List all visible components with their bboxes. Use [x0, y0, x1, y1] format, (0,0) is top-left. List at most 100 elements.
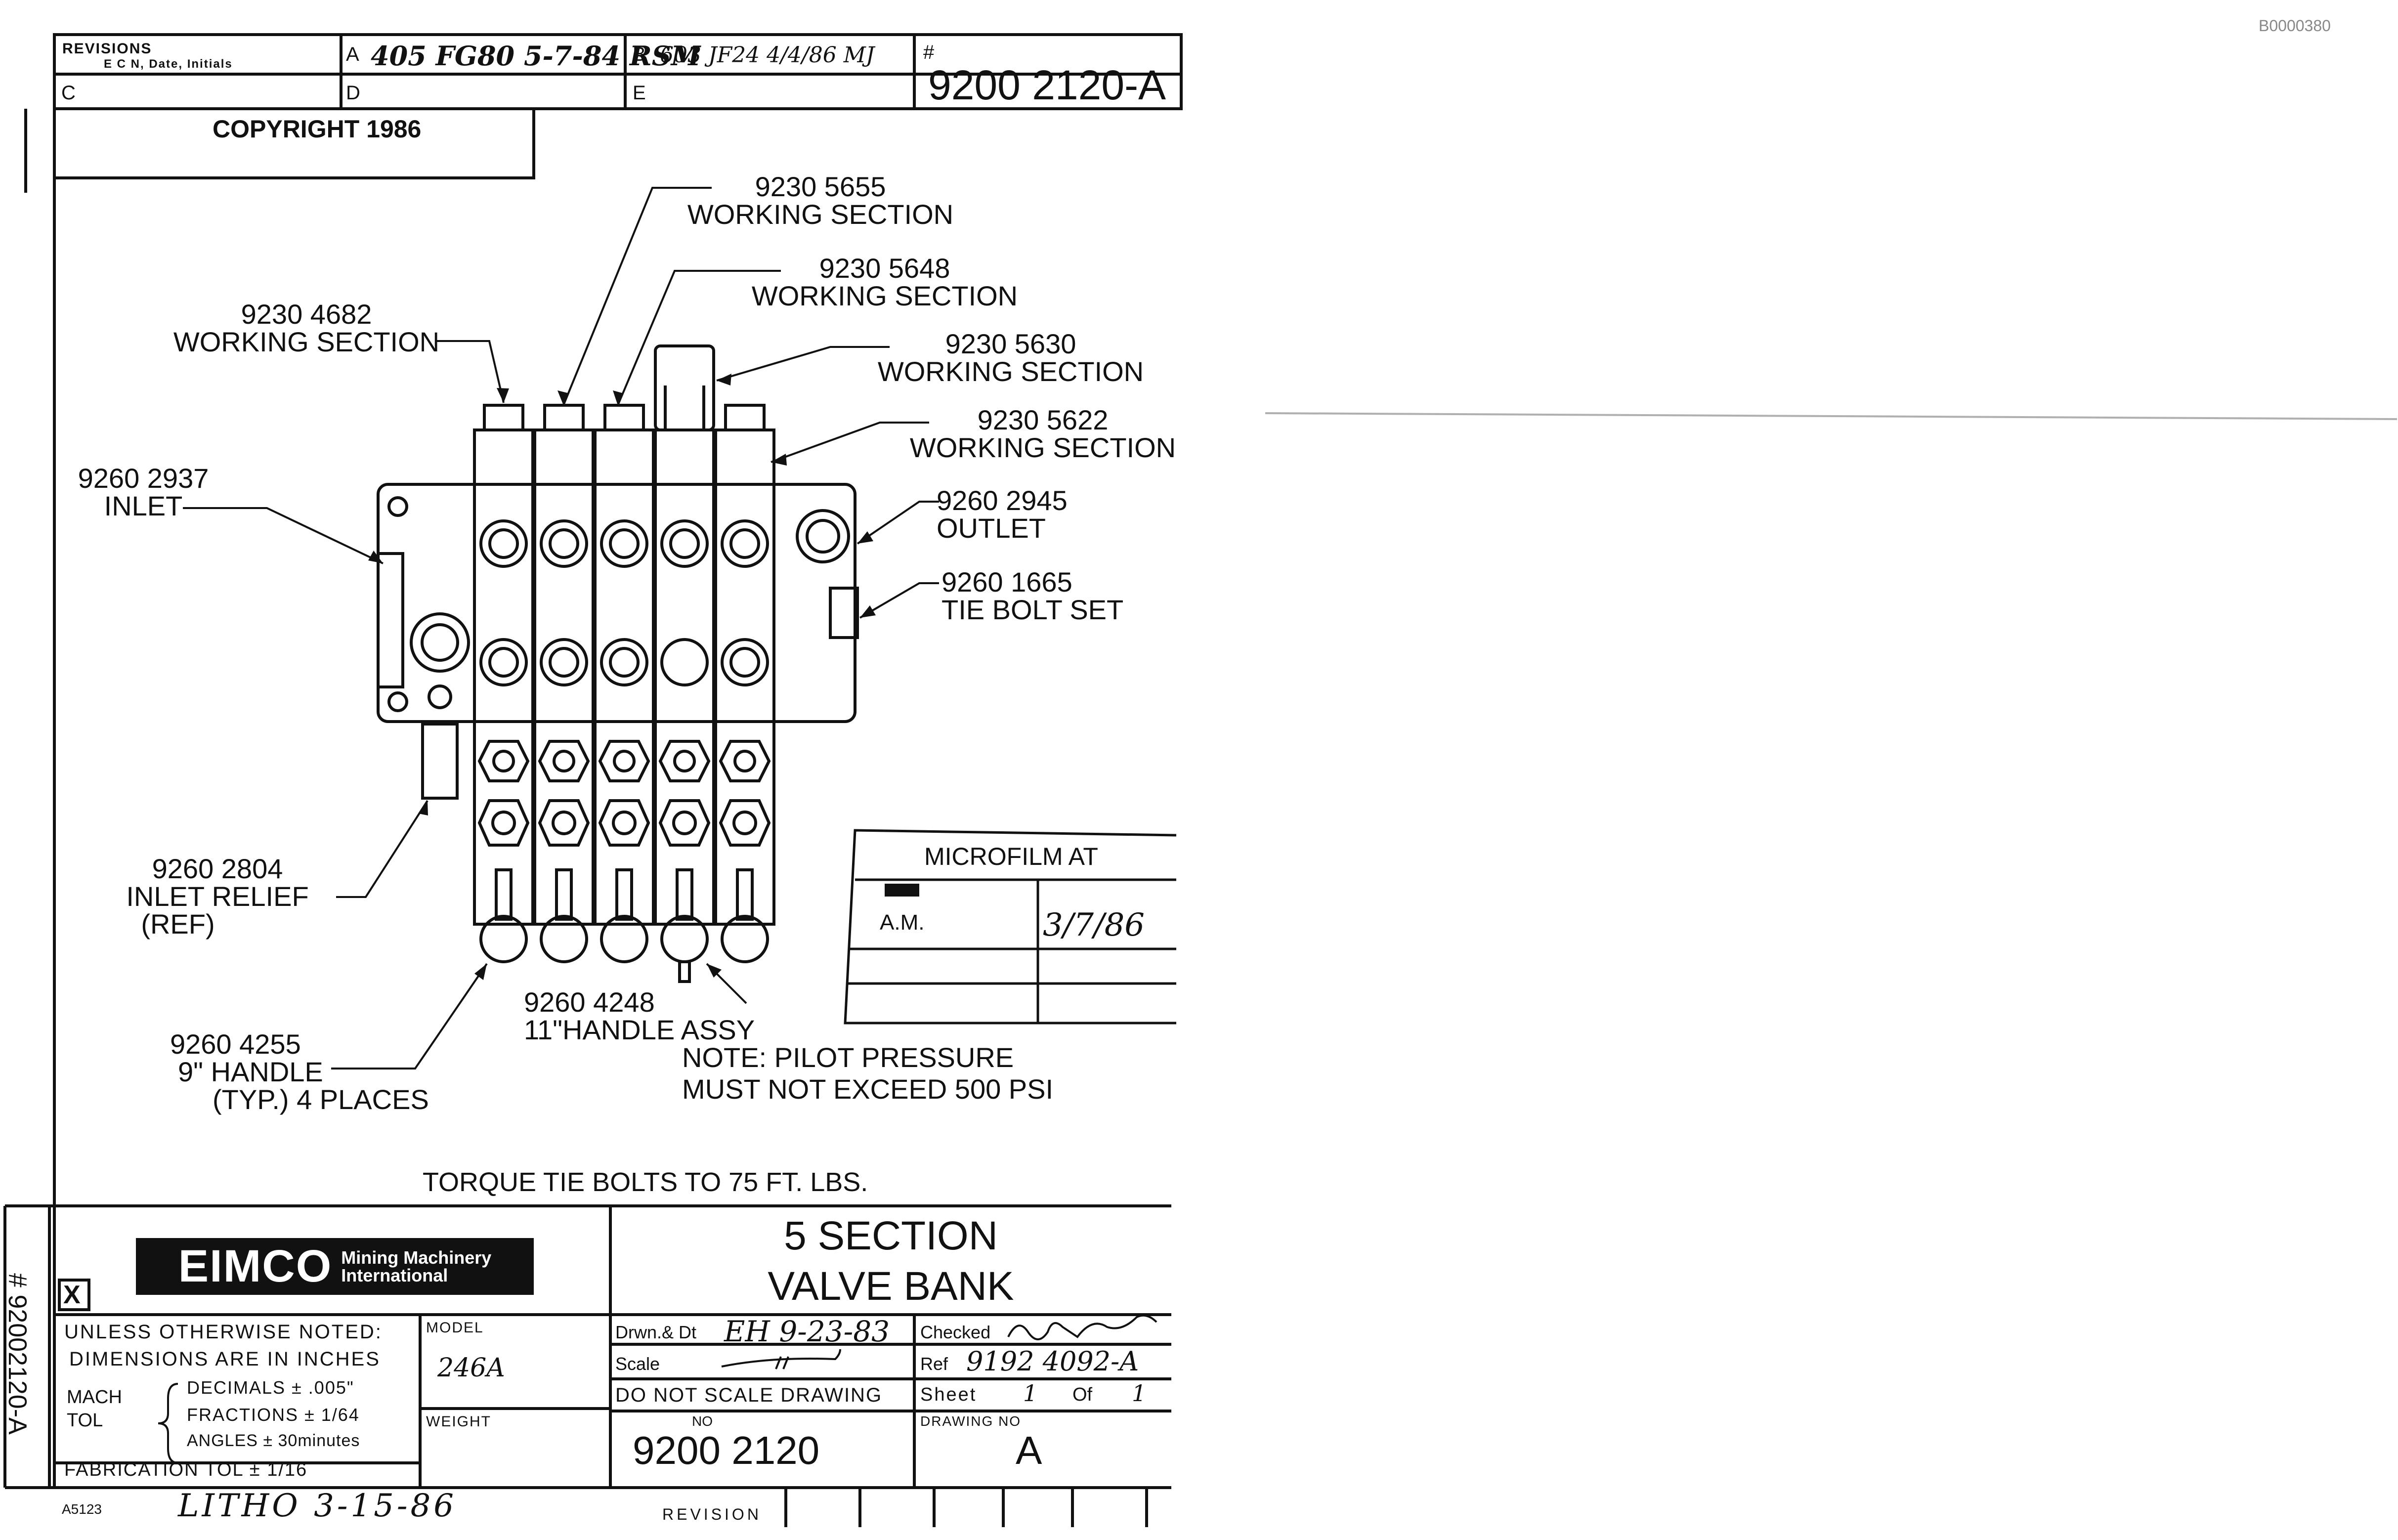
drawing-frame — [3, 33, 1183, 1527]
side-drawing-number: # 92002120-A — [3, 1273, 32, 1435]
notes-line2: DIMENSIONS ARE IN INCHES — [69, 1348, 381, 1370]
sheet-label: Sheet — [920, 1384, 977, 1405]
callout-desc: WORKING SECTION — [687, 199, 954, 230]
drawing-number-header: 9200 2120-A — [928, 62, 1166, 108]
rev-b-letter: B — [633, 43, 646, 65]
of-label: Of — [1072, 1384, 1093, 1405]
ref-label: Ref — [920, 1354, 948, 1374]
company-logo: EIMCO Mining Machinery International — [136, 1238, 534, 1295]
callout-9260-2945-outlet: 9260 2945 OUTLET — [937, 487, 1068, 542]
title-line2: VALVE BANK — [768, 1264, 1014, 1309]
scan-artifact-line — [1265, 412, 2397, 420]
callout-9260-1665-tie-bolt: 9260 1665 TIE BOLT SET — [942, 568, 1123, 624]
callout-qty: (TYP.) 4 PLACES — [213, 1084, 429, 1115]
callout-number: 9230 5648 — [819, 253, 950, 284]
callout-number: 9230 4682 — [241, 299, 372, 330]
company-logo-text: EIMCO — [178, 1241, 333, 1291]
callout-9260-2937-inlet: 9260 2937 INLET — [64, 465, 222, 520]
callout-desc: 11"HANDLE ASSY — [524, 1014, 755, 1045]
drawn-label: Drwn.& Dt — [615, 1322, 697, 1342]
drawn-value: EH 9-23-83 — [724, 1315, 890, 1348]
note-line: NOTE: PILOT PRESSURE — [682, 1042, 1014, 1073]
rev-a-letter: A — [346, 43, 359, 65]
sheet-value: 1 — [1023, 1380, 1038, 1407]
revision-label: REVISION — [662, 1505, 762, 1523]
torque-note: TORQUE TIE BOLTS TO 75 FT. LBS. — [423, 1167, 868, 1197]
valve-bank-drawing — [183, 187, 939, 1069]
callout-desc: WORKING SECTION — [909, 432, 1176, 463]
pilot-pressure-note: NOTE: PILOT PRESSURE MUST NOT EXCEED 500… — [682, 1044, 1053, 1103]
title-line1: 5 SECTION — [784, 1213, 998, 1258]
rev-a-entry: 405 FG80 5-7-84 RSM — [371, 40, 701, 72]
microfilm-title: MICROFILM AT — [924, 843, 1098, 870]
model-label: MODEL — [426, 1320, 484, 1336]
callout-desc: WORKING SECTION — [877, 356, 1144, 387]
callout-desc: TIE BOLT SET — [942, 594, 1124, 625]
drawing-number-header-hash: # — [923, 42, 935, 63]
rev-d-letter: D — [346, 82, 360, 104]
callout-number: 9260 2937 — [78, 463, 209, 494]
tol-label: TOL — [67, 1410, 103, 1431]
rev-e-letter: E — [633, 82, 646, 104]
microfilm-row1-label: A.M. — [880, 910, 925, 935]
callout-number: 9260 2804 — [152, 853, 283, 884]
callout-number: 9260 1665 — [942, 566, 1072, 598]
callout-number: 9260 4255 — [170, 1028, 301, 1060]
company-subtitle: Mining Machinery International — [341, 1247, 492, 1285]
stamp-top-right: B0000380 — [2259, 17, 2331, 35]
callout-desc: WORKING SECTION — [173, 326, 440, 357]
of-value: 1 — [1132, 1380, 1147, 1407]
drawing-no-value: 9200 2120 — [633, 1428, 820, 1472]
decimals-tol: DECIMALS ± .005" — [187, 1377, 354, 1398]
checked-label: Checked — [920, 1322, 991, 1342]
callout-desc: WORKING SECTION — [751, 280, 1018, 311]
fractions-tol: FRACTIONS ± 1/64 — [187, 1405, 360, 1425]
revision-value: A — [1016, 1428, 1042, 1472]
rev-b-entry: 603 JF24 4/4/86 MJ — [660, 43, 875, 68]
callout-number: 9230 5622 — [977, 404, 1109, 435]
checked-signature-icon — [1007, 1314, 1157, 1340]
callout-desc: 9" HANDLE — [178, 1056, 323, 1087]
scale-none-mark-icon — [721, 1349, 841, 1369]
callout-9260-4255-handle: 9260 4255 9" HANDLE (TYP.) 4 PLACES — [168, 1030, 429, 1113]
callout-desc: INLET — [104, 490, 183, 521]
callout-9230-5622: 9230 5622 WORKING SECTION — [904, 406, 1181, 462]
callout-9230-5648: 9230 5648 WORKING SECTION — [746, 255, 1023, 310]
callout-9230-5655: 9230 5655 WORKING SECTION — [682, 173, 959, 228]
callout-9260-4248-handle: 9260 4248 11"HANDLE ASSY — [524, 988, 755, 1044]
revisions-label: REVISIONS — [62, 41, 152, 57]
do-not-scale: DO NOT SCALE DRAWING — [615, 1384, 883, 1406]
callout-number: 9260 2945 — [937, 485, 1068, 516]
callout-9230-5630: 9230 5630 WORKING SECTION — [872, 330, 1149, 385]
company-line2: International — [341, 1265, 448, 1285]
fabrication-tol: FABRICATION TOL ± 1/16 — [64, 1459, 308, 1480]
ref-value: 9192 4092-A — [966, 1346, 1139, 1377]
callout-desc: INLET RELIEF — [126, 881, 309, 912]
microfilm-row1-date: 3/7/86 — [1043, 907, 1145, 943]
callout-9230-4682: 9230 4682 WORKING SECTION — [168, 300, 445, 356]
callout-number: 9260 4248 — [524, 986, 655, 1018]
bottom-litho: LITHO 3-15-86 — [178, 1488, 457, 1524]
callout-number: 9230 5655 — [755, 171, 886, 202]
box-mark: X — [63, 1281, 81, 1309]
notes-line1: UNLESS OTHERWISE NOTED: — [64, 1321, 383, 1343]
weight-label: WEIGHT — [426, 1413, 491, 1430]
drawing-no-label: DRAWING NO — [920, 1413, 1022, 1429]
drawing-title: 5 SECTION VALVE BANK — [610, 1216, 1171, 1307]
angles-tol: ANGLES ± 30minutes — [187, 1431, 360, 1450]
copyright: COPYRIGHT 1986 — [213, 115, 422, 143]
model-value: 246A — [437, 1353, 505, 1383]
rev-c-letter: C — [61, 82, 76, 104]
callout-9260-2804-relief: 9260 2804 INLET RELIEF (REF) — [114, 855, 321, 938]
note-line: MUST NOT EXCEED 500 PSI — [682, 1073, 1054, 1105]
callout-ref: (REF) — [141, 908, 215, 940]
callout-number: 9230 5630 — [945, 328, 1076, 359]
bottom-code: A5123 — [62, 1501, 102, 1517]
mach-label: MACH — [67, 1387, 122, 1408]
callout-desc: OUTLET — [937, 513, 1046, 544]
scale-label: Scale — [615, 1354, 660, 1374]
company-line1: Mining Machinery — [341, 1247, 492, 1268]
no-label: NO — [692, 1413, 713, 1429]
revisions-sub: E C N, Date, Initials — [104, 57, 233, 71]
microfilm-stamp-frame — [844, 829, 1176, 1025]
